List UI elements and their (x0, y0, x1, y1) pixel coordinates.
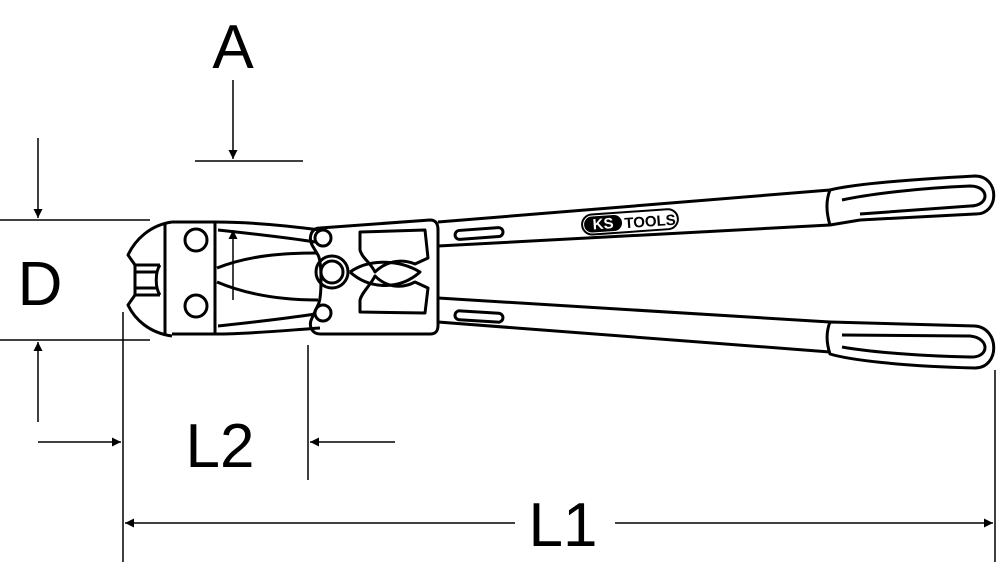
ks-tools-logo: KS TOOLS (581, 208, 679, 236)
head-plate (172, 220, 217, 336)
bolt-cutter-drawing (126, 174, 996, 370)
logo-ks: KS (592, 215, 614, 233)
logo-tools: TOOLS (624, 212, 676, 233)
upper-handle (437, 188, 831, 248)
upper-grip (825, 174, 996, 227)
dimension-lines (0, 80, 996, 562)
dimension-label-a: A (212, 13, 254, 82)
bolt-top (183, 227, 209, 253)
bolt-bottom (183, 293, 209, 319)
dimension-label-l2: L2 (186, 412, 255, 481)
jaw-tip (126, 220, 173, 338)
center-pivot (314, 254, 350, 290)
pivot-plate (308, 218, 440, 336)
lower-grip (825, 320, 996, 370)
dimension-label-d: D (18, 250, 63, 319)
lower-handle (437, 296, 831, 354)
dimension-label-l1: L1 (529, 491, 598, 560)
